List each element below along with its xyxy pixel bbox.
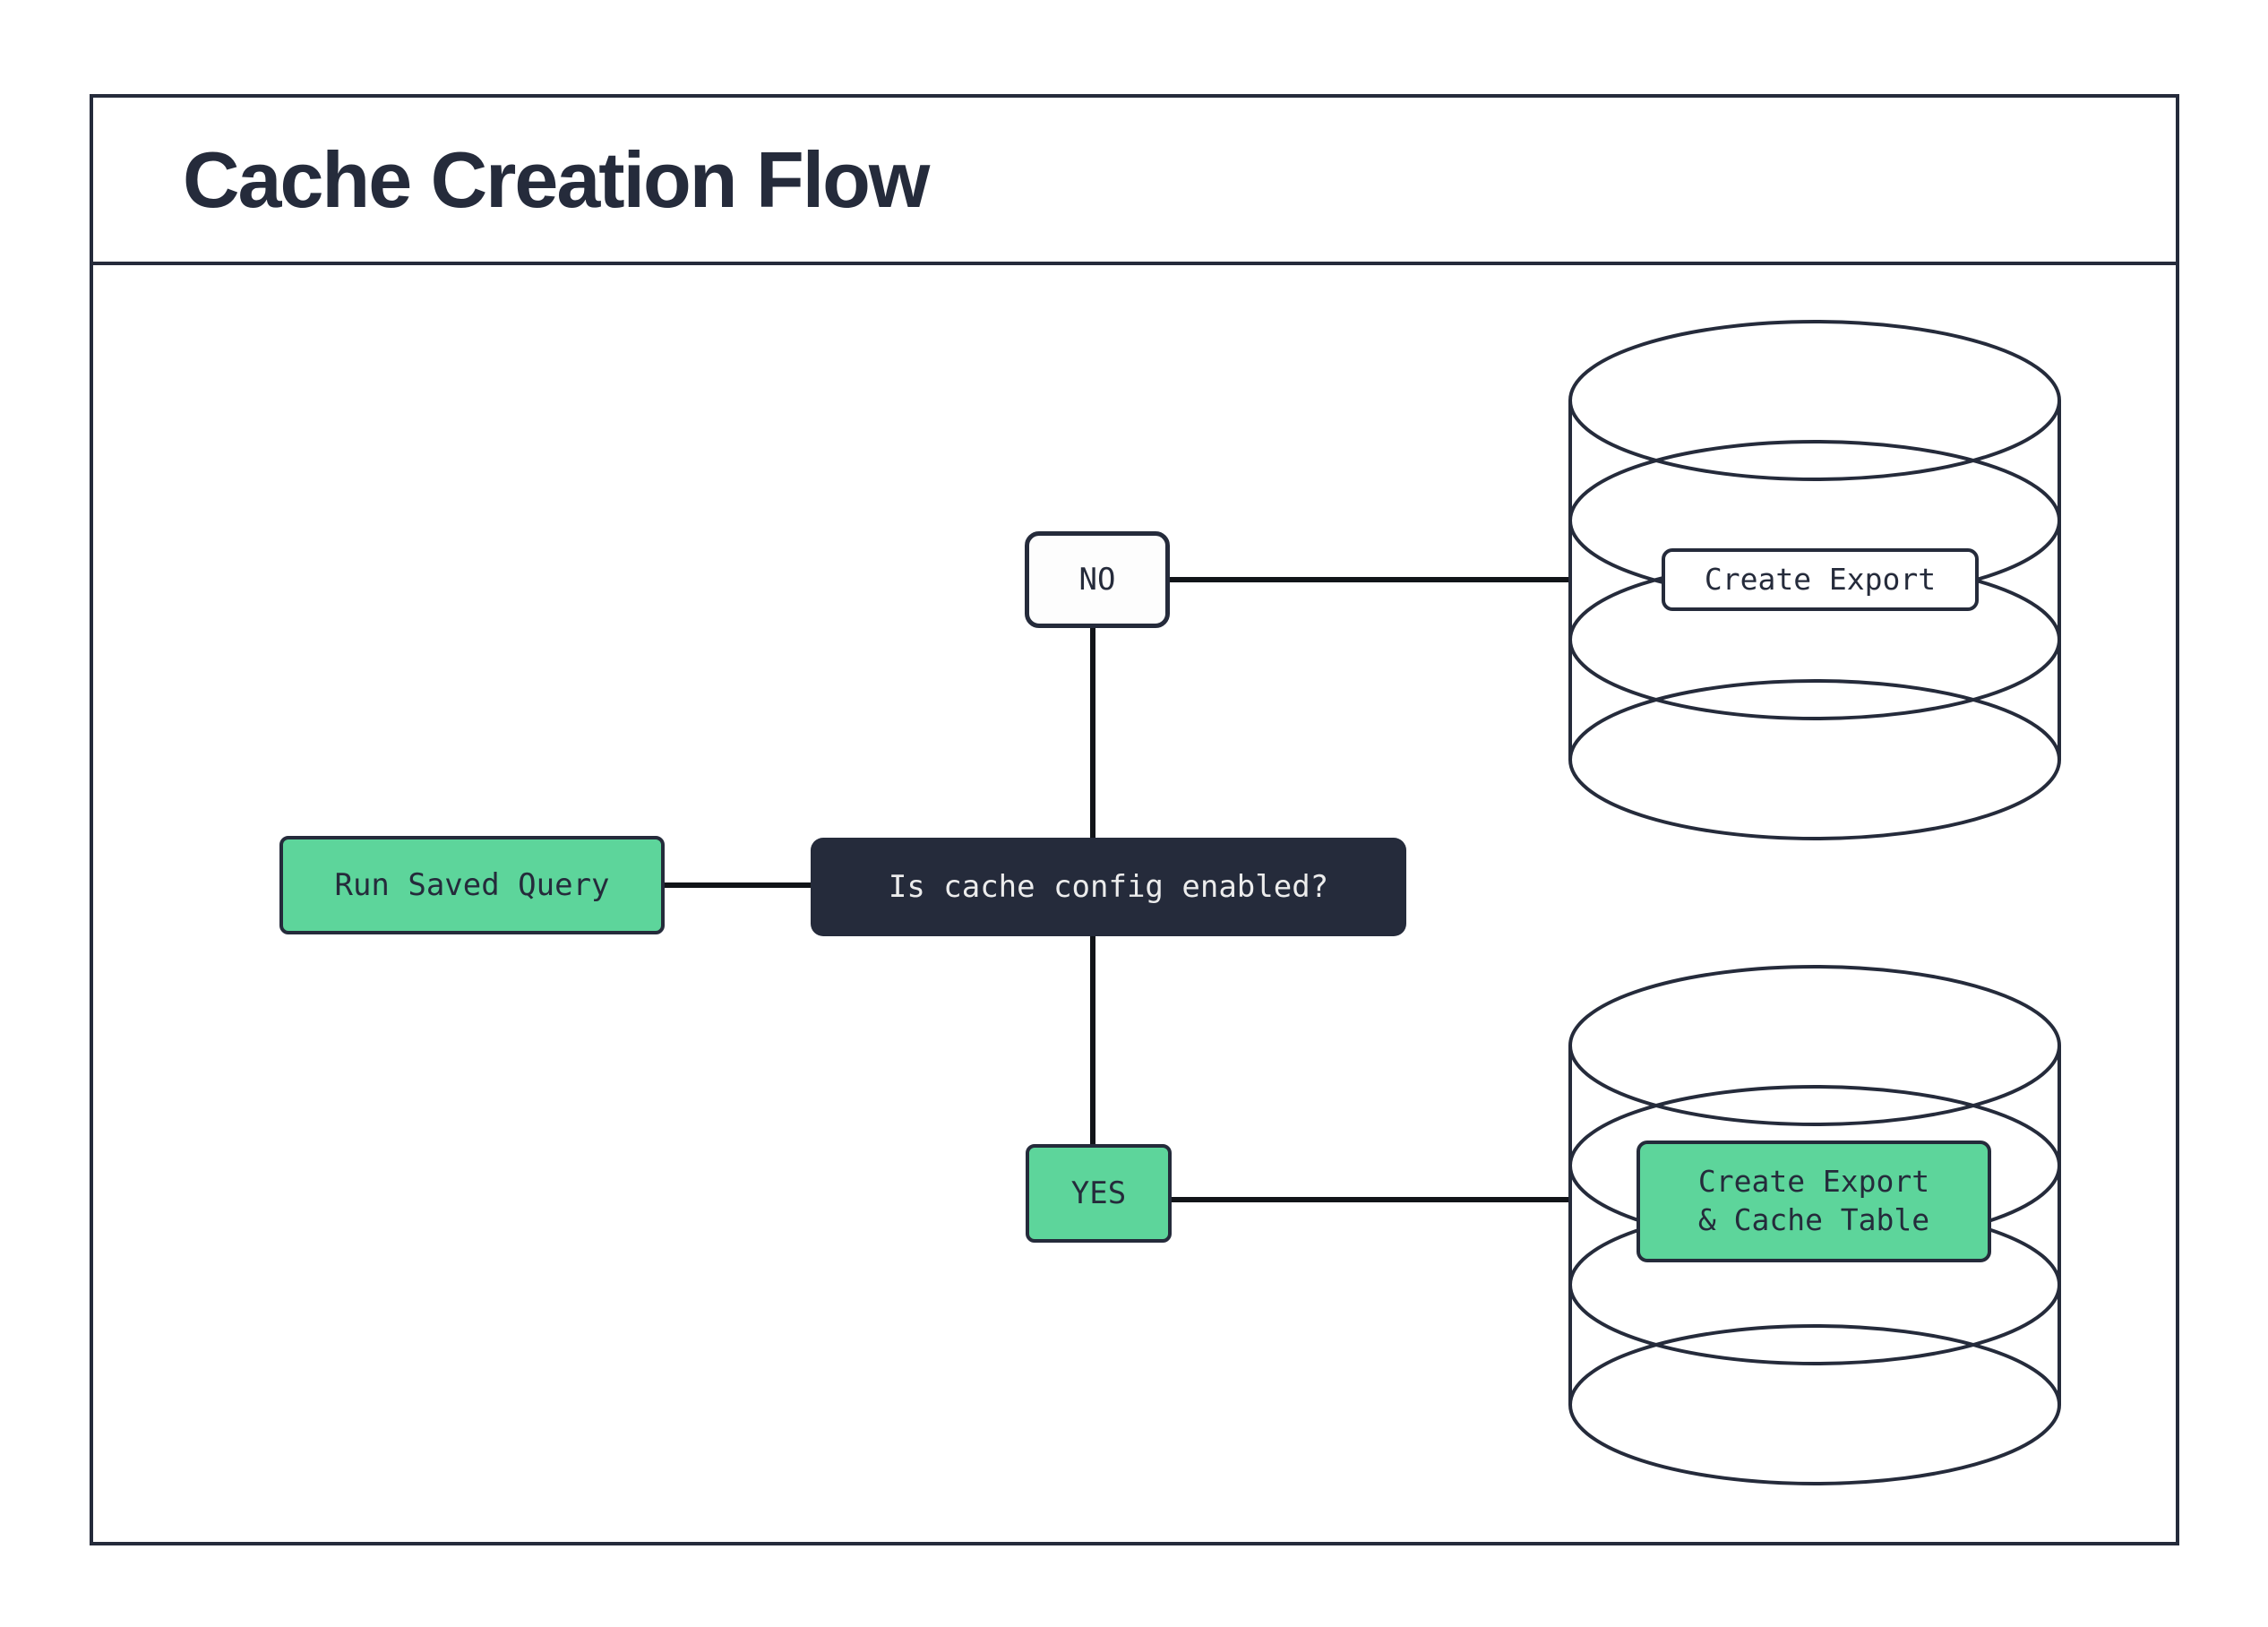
page-title: Cache Creation Flow <box>183 134 930 224</box>
connector-no-to-database <box>1168 577 1571 582</box>
diagram-frame: Cache Creation Flow <box>90 94 2179 1545</box>
label-create-export-cache-table: Create Export & Cache Table <box>1637 1141 1991 1262</box>
database-cylinder-icon <box>1568 965 2061 1485</box>
node-yes-label: YES <box>1026 1144 1172 1243</box>
label-line-1: Create Export <box>1697 1164 1930 1200</box>
connector-decision-to-yes <box>1090 934 1095 1146</box>
connector-decision-to-no <box>1090 625 1095 839</box>
connector-yes-to-database <box>1170 1197 1571 1202</box>
title-bar: Cache Creation Flow <box>93 98 2176 265</box>
node-no-label: NO <box>1025 531 1170 628</box>
node-run-saved-query: Run Saved Query <box>279 836 665 934</box>
label-create-export: Create Export <box>1662 548 1979 611</box>
node-decision-cache-config: Is cache config enabled? <box>811 838 1406 936</box>
label-line-2: & Cache Table <box>1697 1202 1930 1237</box>
connector-start-to-decision <box>665 882 811 888</box>
